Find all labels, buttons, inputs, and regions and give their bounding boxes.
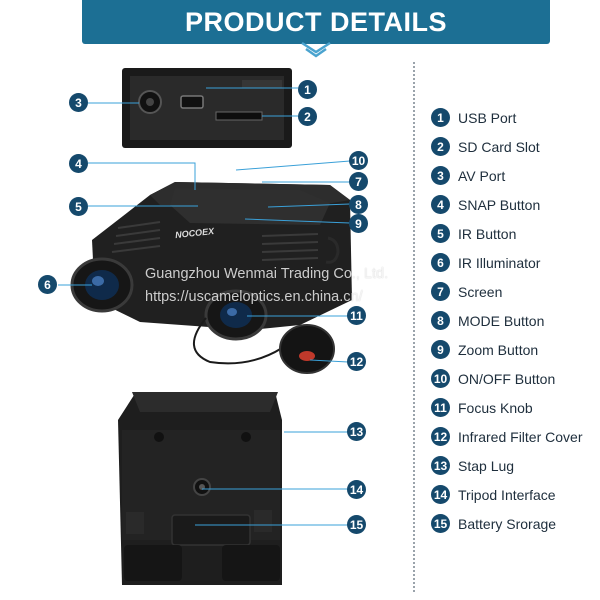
legend-item-usb-port: 1 USB Port — [431, 108, 516, 127]
legend-number: 5 — [431, 224, 450, 243]
watermark-company: Guangzhou Wenmai Trading Co., Ltd. — [145, 266, 389, 282]
legend-number: 4 — [431, 195, 450, 214]
legend-item-zoom-button: 9 Zoom Button — [431, 340, 538, 359]
callout-12: 12 — [347, 352, 366, 371]
legend-item-sd-card-slot: 2 SD Card Slot — [431, 137, 540, 156]
legend-item-focus-knob: 11 Focus Knob — [431, 398, 533, 417]
legend-label: MODE Button — [458, 312, 545, 329]
legend-number: 13 — [431, 456, 450, 475]
page-title: PRODUCT DETAILS — [185, 6, 447, 37]
brand-logo: NOCOEX — [175, 226, 216, 240]
legend-item-stap-lug: 13 Stap Lug — [431, 456, 514, 475]
legend-number: 14 — [431, 485, 450, 504]
callout-2: 2 — [298, 107, 317, 126]
legend-label: ON/OFF Button — [458, 370, 556, 387]
legend-item-ir-button: 5 IR Button — [431, 224, 516, 243]
legend-label: SNAP Button — [458, 196, 541, 213]
legend-label: Infrared Filter Cover — [458, 428, 583, 445]
legend-number: 10 — [431, 369, 450, 388]
legend-number: 2 — [431, 137, 450, 156]
callout-8: 8 — [349, 195, 368, 214]
callout-1: 1 — [298, 80, 317, 99]
legend-label: Battery Srorage — [458, 515, 557, 532]
callout-5: 5 — [69, 197, 88, 216]
legend-label: SD Card Slot — [458, 138, 540, 155]
legend-number: 8 — [431, 311, 450, 330]
port-panel-inset — [122, 68, 292, 148]
callout-15: 15 — [347, 515, 366, 534]
legend-label: IR Illuminator — [458, 254, 541, 271]
legend-item-tripod-interface: 14 Tripod Interface — [431, 485, 556, 504]
callout-10: 10 — [349, 151, 368, 170]
legend-label: Tripod Interface — [458, 486, 556, 503]
legend-number: 1 — [431, 108, 450, 127]
legend-number: 11 — [431, 398, 450, 417]
legend-number: 6 — [431, 253, 450, 272]
legend-number: 9 — [431, 340, 450, 359]
legend-number: 7 — [431, 282, 450, 301]
legend-item-snap-button: 4 SNAP Button — [431, 195, 540, 214]
legend-item-mode-button: 8 MODE Button — [431, 311, 544, 330]
legend-label: Stap Lug — [458, 457, 515, 474]
legend-label: Screen — [458, 283, 503, 300]
legend-item-infrared-filter-cover: 12 Infrared Filter Cover — [431, 427, 582, 446]
device-bottom-view — [118, 392, 282, 585]
legend-label: Zoom Button — [458, 341, 539, 358]
legend-item-on-off-button: 10 ON/OFF Button — [431, 369, 555, 388]
legend-item-av-port: 3 AV Port — [431, 166, 505, 185]
leader-lines — [58, 87, 351, 526]
legend-number: 15 — [431, 514, 450, 533]
callout-14: 14 — [347, 480, 366, 499]
legend-label: Focus Knob — [458, 399, 533, 416]
chevron-down-icon — [301, 41, 331, 58]
header-banner: PRODUCT DETAILS — [82, 0, 550, 44]
legend-number: 12 — [431, 427, 450, 446]
callout-11: 11 — [347, 306, 366, 325]
legend-label: IR Button — [458, 225, 517, 242]
legend-label: USB Port — [458, 109, 517, 126]
divider — [413, 62, 415, 592]
callout-9: 9 — [349, 214, 368, 233]
legend-item-ir-illuminator: 6 IR Illuminator — [431, 253, 540, 272]
callout-6: 6 — [38, 275, 57, 294]
callout-7: 7 — [349, 172, 368, 191]
callout-13: 13 — [347, 422, 366, 441]
legend-label: AV Port — [458, 167, 506, 184]
callout-3: 3 — [69, 93, 88, 112]
legend-item-battery-storage: 15 Battery Srorage — [431, 514, 556, 533]
callout-4: 4 — [69, 154, 88, 173]
watermark-url: https://uscameloptics.en.china.cn/ — [145, 289, 363, 305]
legend-number: 3 — [431, 166, 450, 185]
legend-item-screen: 7 Screen — [431, 282, 502, 301]
